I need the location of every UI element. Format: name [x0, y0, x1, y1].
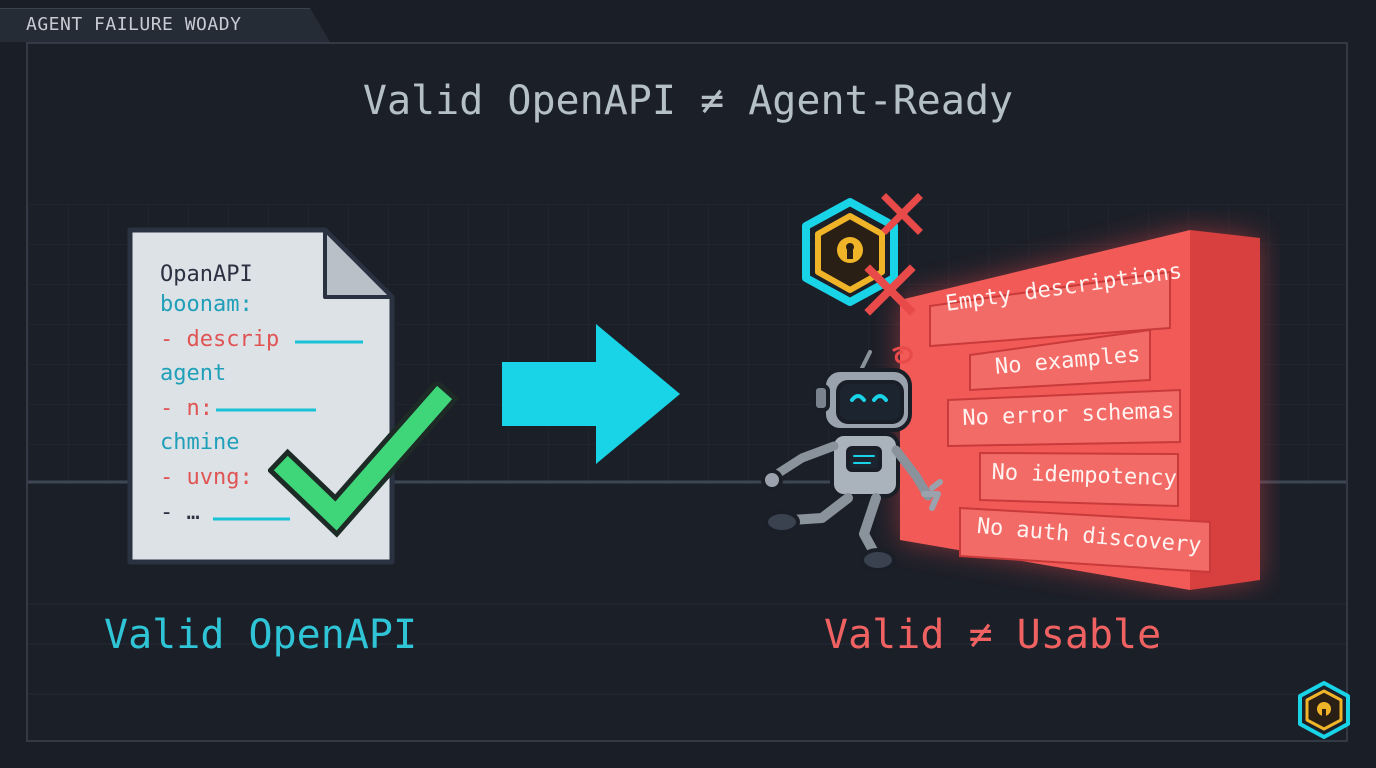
doc-line-7: - uvng:: [160, 465, 253, 490]
doc-line-5: - n:: [160, 396, 213, 421]
brick-wall-icon: [900, 230, 1260, 590]
arrow-right-icon: [502, 324, 680, 464]
valid-not-usable-label: Valid ≠ Usable: [824, 612, 1162, 658]
checkmark-icon: [268, 382, 458, 538]
doc-line-8: - …: [160, 500, 200, 525]
page-title: Valid OpenAPI ≠ Agent-Ready: [362, 78, 1014, 124]
header-tab-label: AGENT FAILURE WOADY: [26, 14, 242, 35]
doc-line-1: OpanAPI: [160, 262, 253, 287]
lock-hexagon-icon: [1298, 681, 1350, 739]
doc-line-4: agent: [160, 361, 227, 386]
header-tab: [0, 8, 330, 42]
robot-icon: [761, 346, 943, 572]
doc-line-2: boonam:: [160, 292, 253, 317]
doc-line-6: chmine: [160, 430, 240, 455]
doc-line-3: - descrip: [160, 327, 280, 352]
document-icon: [127, 227, 395, 565]
x-mark-icon: [864, 264, 916, 316]
valid-openapi-label: Valid OpenAPI: [104, 612, 418, 658]
x-mark-icon: [881, 193, 923, 235]
